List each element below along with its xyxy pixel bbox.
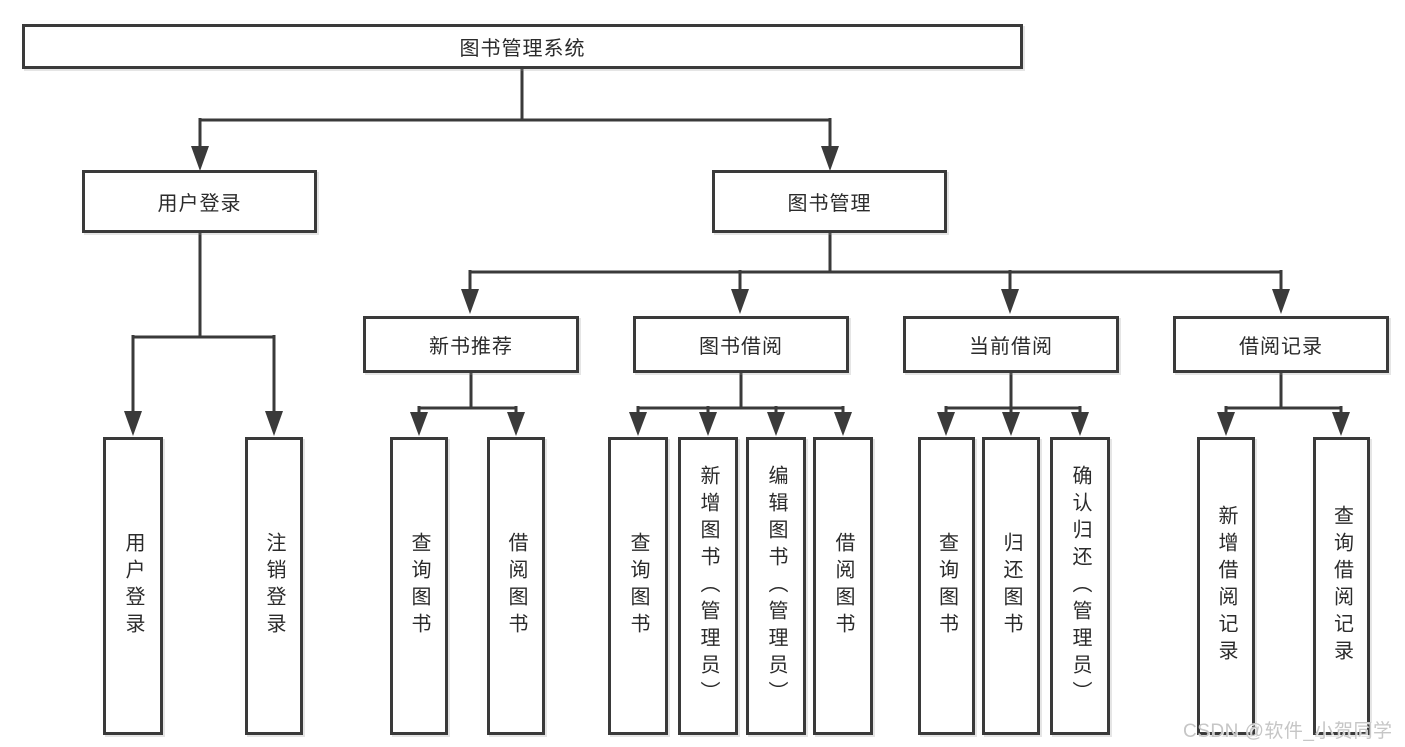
leaf-logout: 注销登录	[245, 437, 303, 735]
node-new-book-recommend: 新书推荐	[363, 316, 579, 373]
leaf-edit-books-admin: 编辑图书（管理员）	[746, 437, 806, 735]
node-root-system: 图书管理系统	[22, 24, 1023, 69]
csdn-watermark: CSDN @软件_小贺同学	[1183, 721, 1393, 742]
leaf-add-books-admin: 新增图书（管理员）	[678, 437, 738, 735]
leaf-query-books-recommend: 查询图书	[390, 437, 448, 735]
leaf-confirm-return-admin: 确认归还（管理员）	[1050, 437, 1110, 735]
leaf-borrow-books-recommend: 借阅图书	[487, 437, 545, 735]
leaf-return-books: 归还图书	[982, 437, 1040, 735]
leaf-query-books-borrowing: 查询图书	[608, 437, 668, 735]
node-borrowing-records: 借阅记录	[1173, 316, 1389, 373]
leaf-user-login: 用户登录	[103, 437, 163, 735]
node-book-management: 图书管理	[712, 170, 947, 233]
leaf-query-borrow-record: 查询借阅记录	[1313, 437, 1370, 735]
leaf-add-borrow-record: 新增借阅记录	[1197, 437, 1255, 735]
leaf-borrow-books: 借阅图书	[813, 437, 873, 735]
node-current-borrowing: 当前借阅	[903, 316, 1119, 373]
leaf-query-books-current: 查询图书	[918, 437, 975, 735]
node-book-borrowing: 图书借阅	[633, 316, 849, 373]
node-user-login: 用户登录	[82, 170, 317, 233]
